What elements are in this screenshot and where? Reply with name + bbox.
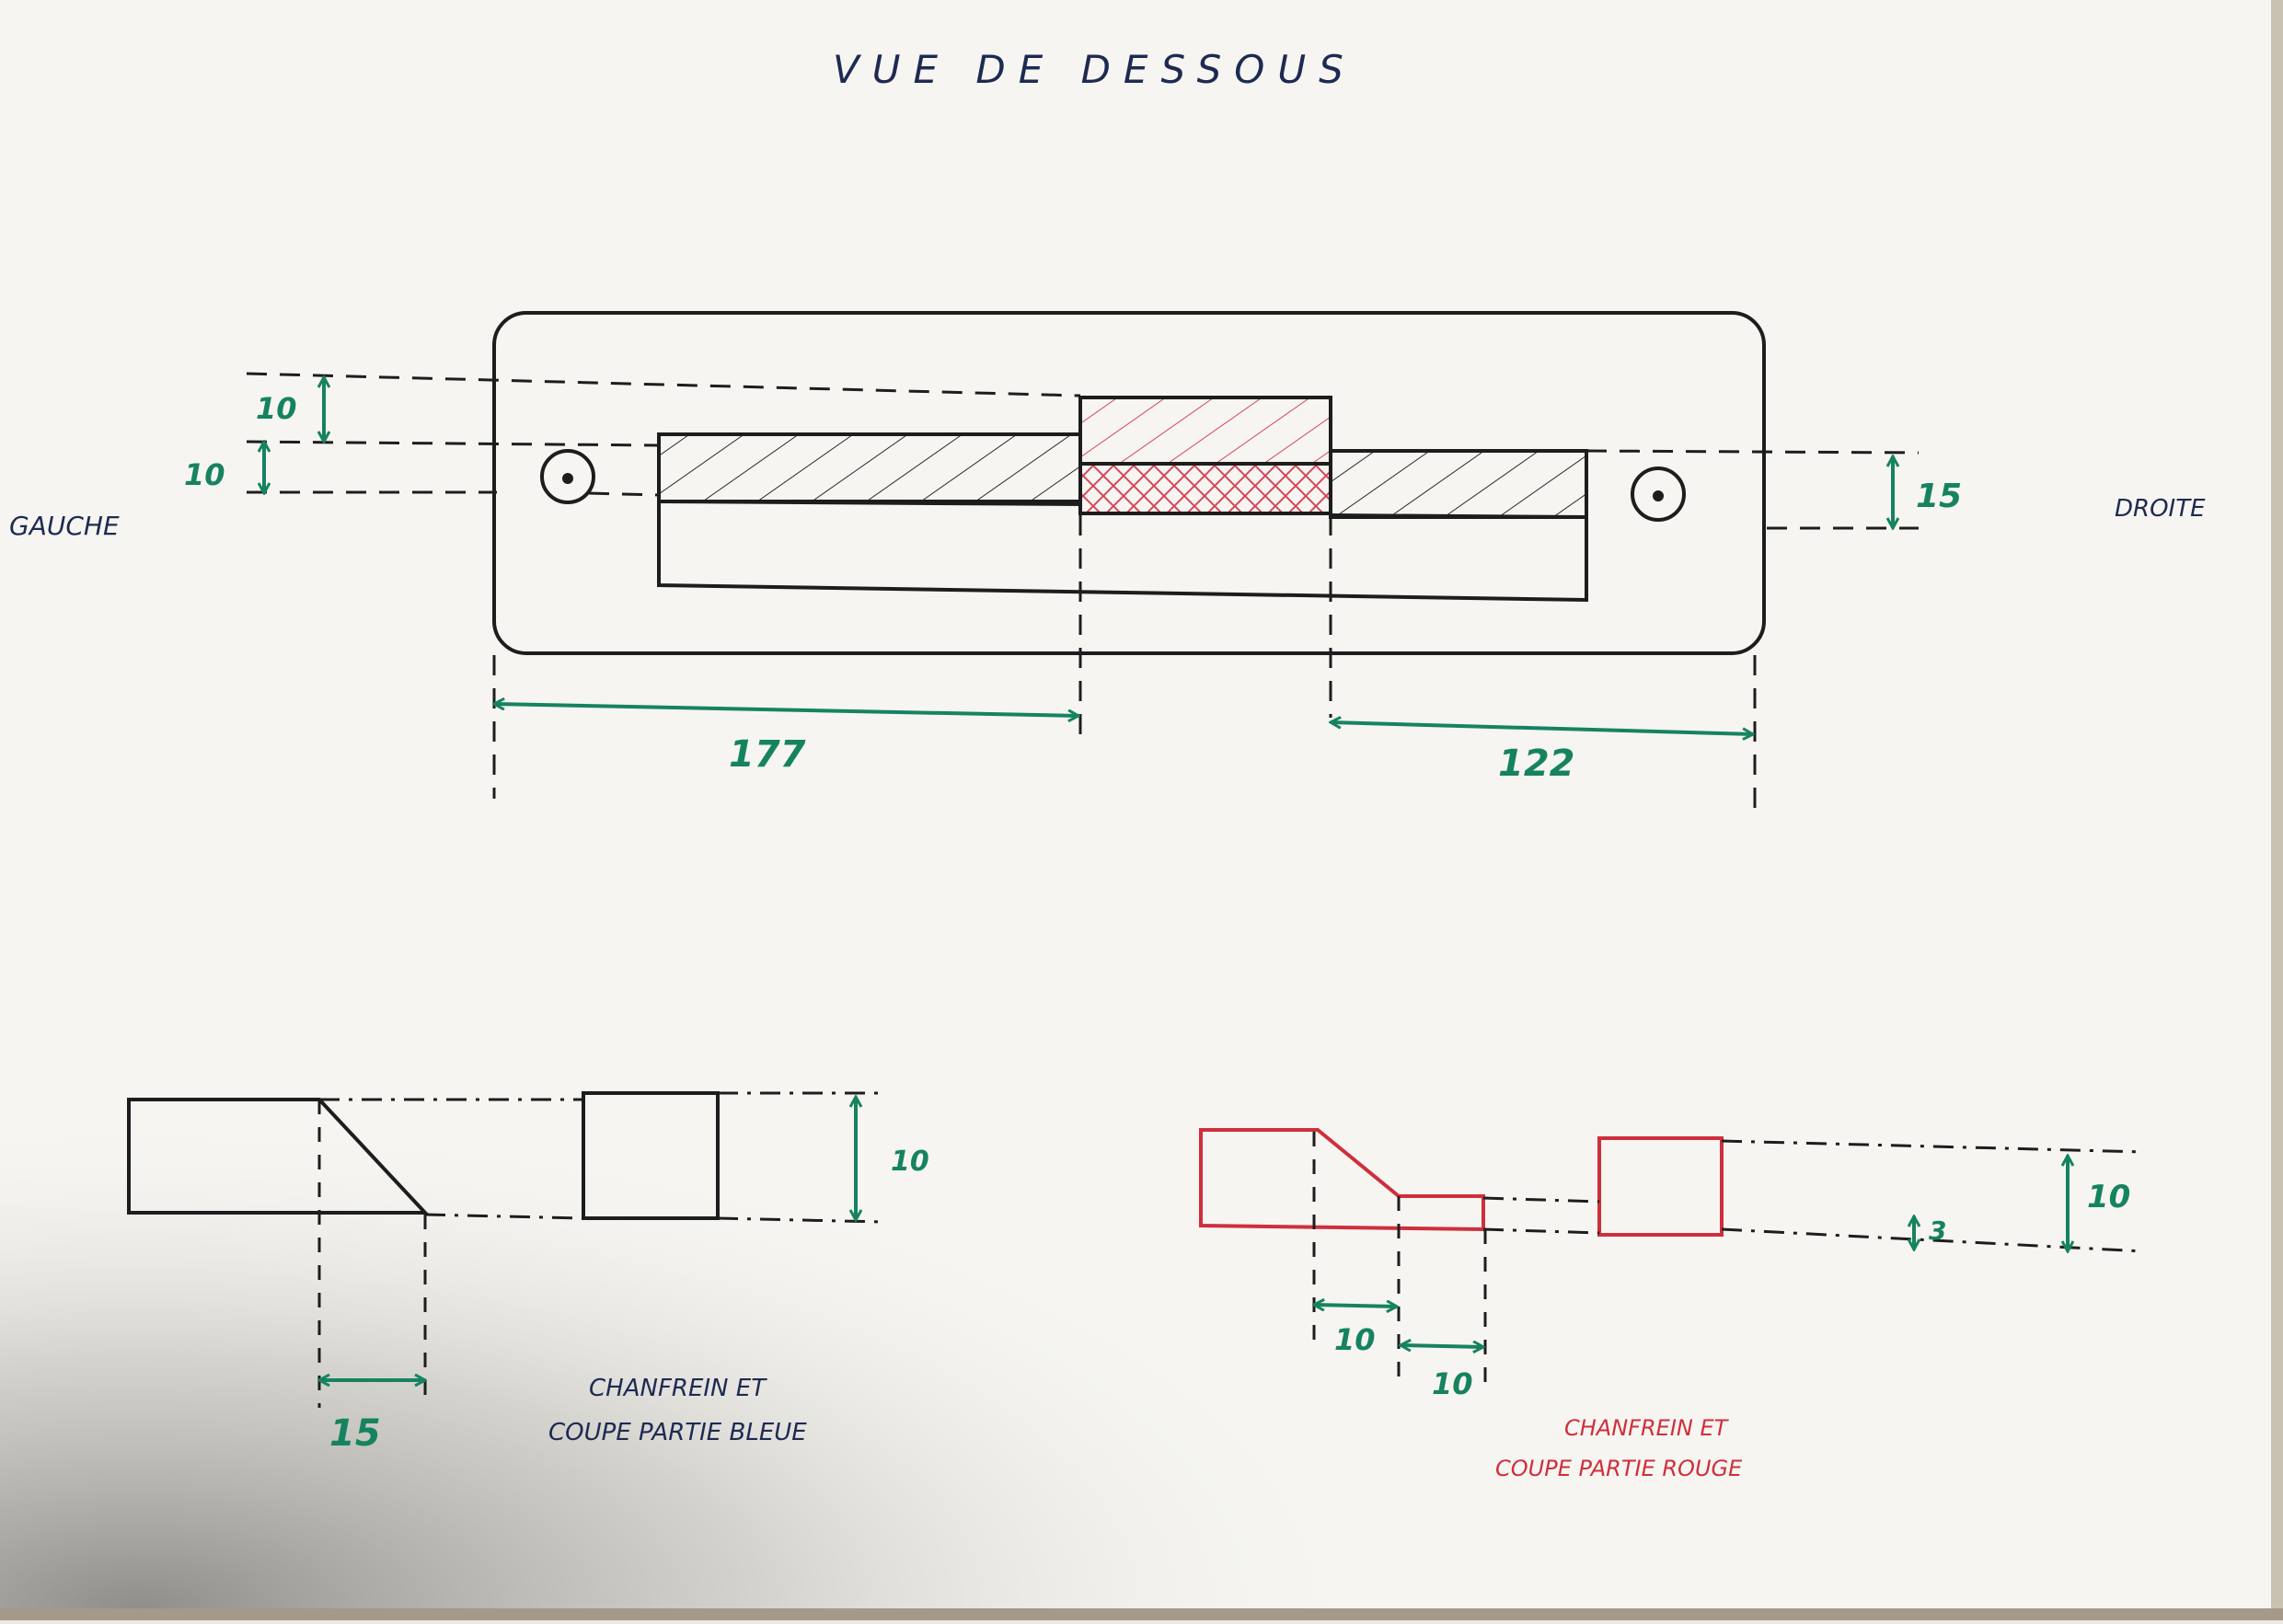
red-chamfer-profile xyxy=(1199,1128,1485,1232)
red-part-lower xyxy=(1078,462,1332,515)
blue-section-dimensions xyxy=(319,1097,856,1380)
lower-channel xyxy=(657,501,1588,603)
red-caption-line1: CHANFREIN ET xyxy=(1564,1415,1728,1441)
red-section-verticals xyxy=(1312,1132,1487,1389)
blue-dim-chamfer: 15 xyxy=(329,1412,381,1455)
slot-bottom-line xyxy=(658,500,1081,506)
blue-cross-section xyxy=(582,1091,720,1220)
red-caption-line2: COUPE PARTIE ROUGE xyxy=(1495,1456,1743,1481)
blue-caption-line2: COUPE PARTIE BLEUE xyxy=(548,1419,807,1446)
table-surface xyxy=(0,1608,2283,1620)
blue-caption-line1: CHANFREIN ET xyxy=(589,1375,767,1402)
blue-part-right xyxy=(1329,449,1588,519)
page-title: VUE DE DESSOUS xyxy=(833,47,1356,92)
top-view xyxy=(492,311,1766,655)
blue-part-left xyxy=(657,432,1082,503)
red-dim-chamfer: 10 xyxy=(1334,1322,1376,1357)
right-side-label: DROITE xyxy=(2115,495,2206,523)
blue-chamfer-profile xyxy=(127,1098,430,1215)
dim-right-length: 122 xyxy=(1498,743,1575,785)
blue-section-verticals xyxy=(317,1100,427,1408)
blue-section-profile xyxy=(127,1091,720,1220)
red-cross-section xyxy=(1597,1136,1724,1237)
dim-slot-height-left: 10 xyxy=(184,457,225,492)
paper-shadow xyxy=(0,1058,1380,1608)
paper-edge xyxy=(2271,0,2283,1620)
right-hole xyxy=(1631,466,1686,522)
red-dim-height: 10 xyxy=(2087,1179,2131,1215)
red-dim-step: 3 xyxy=(1929,1215,1947,1246)
base-plate xyxy=(492,311,1766,655)
red-part-upper xyxy=(1078,396,1332,466)
blue-dim-height: 10 xyxy=(891,1146,929,1178)
left-hole xyxy=(540,449,595,504)
top-dimensions xyxy=(264,377,1893,734)
red-dim-flat: 10 xyxy=(1432,1366,1473,1401)
left-side-label: GAUCHE xyxy=(9,511,120,541)
slot-bottom-line-right xyxy=(1330,513,1587,519)
left-hole-center xyxy=(562,473,573,484)
red-section-dimensions xyxy=(1314,1156,2068,1347)
red-section-profile xyxy=(1199,1128,1724,1237)
right-hole-center xyxy=(1653,490,1664,501)
dim-left-length: 177 xyxy=(729,733,806,776)
dim-slot-height-right: 15 xyxy=(1916,478,1963,515)
dim-top-offset: 10 xyxy=(256,391,297,426)
